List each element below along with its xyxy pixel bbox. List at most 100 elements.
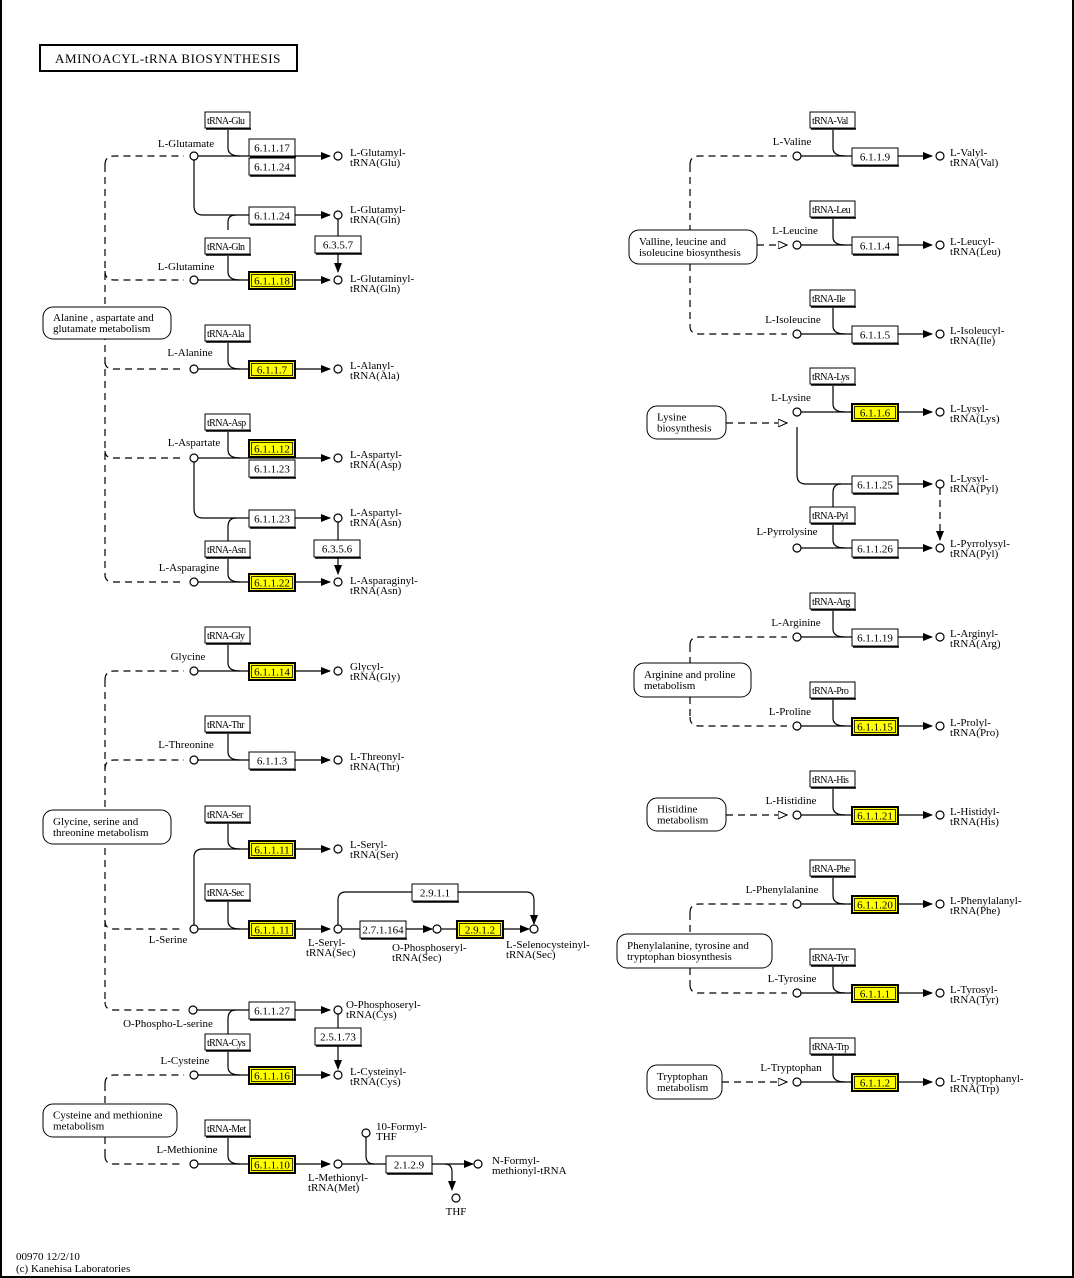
enzyme-box[interactable]: 6.1.1.11 [248,840,296,859]
compound-node[interactable] [935,721,945,731]
trna-box[interactable]: tRNA-Asp [204,413,251,432]
enzyme-box[interactable]: 6.1.1.5 [851,325,899,345]
enzyme-box[interactable]: 6.1.1.10 [248,1155,296,1174]
enzyme-box[interactable]: 6.1.1.26 [851,539,899,559]
enzyme-box[interactable]: 6.1.1.22 [248,573,296,592]
compound-node[interactable] [935,899,945,909]
compound-node[interactable] [792,721,802,731]
compound-node[interactable] [333,1159,343,1169]
enzyme-box[interactable]: 6.1.1.21 [851,806,899,825]
trna-box[interactable]: tRNA-Gln [204,237,251,256]
enzyme-box[interactable]: 6.1.1.1 [851,984,899,1003]
compound-node[interactable] [935,632,945,642]
compound-node[interactable] [189,924,199,934]
trna-box[interactable]: tRNA-Ile [809,289,856,308]
trna-box[interactable]: tRNA-Pyl [809,506,856,525]
enzyme-box[interactable]: 6.1.1.25 [851,475,899,495]
enzyme-box[interactable]: 2.1.2.9 [385,1155,433,1175]
compound-node[interactable] [935,479,945,489]
trna-box[interactable]: tRNA-Cys [204,1033,251,1052]
compound-node[interactable] [792,810,802,820]
compound-node[interactable] [935,407,945,417]
compound-node[interactable] [792,1077,802,1087]
compound-node[interactable] [792,240,802,250]
enzyme-box[interactable]: 6.1.1.3 [248,751,296,771]
compound-node[interactable] [189,666,199,676]
trna-box[interactable]: tRNA-Val [809,111,856,130]
compound-node[interactable] [333,151,343,161]
compound-node[interactable] [189,577,199,587]
enzyme-box[interactable]: 6.1.1.20 [851,895,899,914]
trna-box[interactable]: tRNA-Leu [809,200,856,219]
compound-node[interactable] [189,755,199,765]
compound-node[interactable] [432,924,442,934]
compound-node[interactable] [473,1159,483,1169]
compound-node[interactable] [935,543,945,553]
enzyme-box[interactable]: 2.5.1.73 [314,1027,362,1047]
compound-node[interactable] [935,329,945,339]
trna-box[interactable]: tRNA-Arg [809,592,856,611]
compound-node[interactable] [935,1077,945,1087]
enzyme-box[interactable]: 2.7.1.164 [359,920,407,940]
compound-node[interactable] [333,275,343,285]
compound-node[interactable] [189,1070,199,1080]
compound-node[interactable] [189,453,199,463]
trna-box[interactable]: tRNA-Phe [809,859,856,878]
compound-node[interactable] [188,1005,198,1015]
compound-node[interactable] [792,407,802,417]
enzyme-box[interactable]: 6.1.1.23 [248,459,296,479]
compound-node[interactable] [935,240,945,250]
trna-box[interactable]: tRNA-Sec [204,883,251,902]
enzyme-box[interactable]: 6.1.1.14 [248,662,296,681]
enzyme-box[interactable]: 6.1.1.9 [851,147,899,167]
trna-box[interactable]: tRNA-Trp [809,1037,856,1056]
compound-node[interactable] [333,210,343,220]
compound-node[interactable] [333,844,343,854]
enzyme-box[interactable]: 6.1.1.4 [851,236,899,256]
compound-node[interactable] [361,1128,371,1138]
trna-box[interactable]: tRNA-Gly [204,626,251,645]
enzyme-box[interactable]: 6.1.1.11 [248,920,296,939]
compound-node[interactable] [529,924,539,934]
trna-box[interactable]: tRNA-Lys [809,367,856,386]
compound-node[interactable] [333,924,343,934]
compound-node[interactable] [792,988,802,998]
compound-node[interactable] [792,151,802,161]
enzyme-box[interactable]: 6.1.1.2 [851,1073,899,1092]
trna-box[interactable]: tRNA-Thr [204,715,251,734]
compound-node[interactable] [792,632,802,642]
enzyme-box[interactable]: 2.9.1.2 [456,920,504,939]
enzyme-box[interactable]: 6.3.5.7 [314,235,362,255]
compound-node[interactable] [189,275,199,285]
enzyme-box[interactable]: 6.1.1.17 [248,138,296,158]
compound-node[interactable] [792,543,802,553]
trna-box[interactable]: tRNA-Asn [204,540,251,559]
compound-node[interactable] [935,810,945,820]
compound-node[interactable] [333,666,343,676]
trna-box[interactable]: tRNA-Pro [809,681,856,700]
compound-node[interactable] [333,1070,343,1080]
compound-node[interactable] [333,513,343,523]
compound-node[interactable] [189,364,199,374]
trna-box[interactable]: tRNA-Ser [204,805,251,824]
compound-node[interactable] [935,151,945,161]
enzyme-box[interactable]: 6.1.1.24 [248,157,296,177]
enzyme-box[interactable]: 6.1.1.16 [248,1066,296,1085]
compound-node[interactable] [792,329,802,339]
trna-box[interactable]: tRNA-Ala [204,324,251,343]
compound-node[interactable] [333,755,343,765]
enzyme-box[interactable]: 6.1.1.27 [248,1001,296,1021]
compound-node[interactable] [333,364,343,374]
trna-box[interactable]: tRNA-Met [204,1119,251,1138]
trna-box[interactable]: tRNA-Glu [204,111,251,130]
enzyme-box[interactable]: 6.1.1.6 [851,403,899,422]
enzyme-box[interactable]: 6.1.1.23 [248,509,296,529]
